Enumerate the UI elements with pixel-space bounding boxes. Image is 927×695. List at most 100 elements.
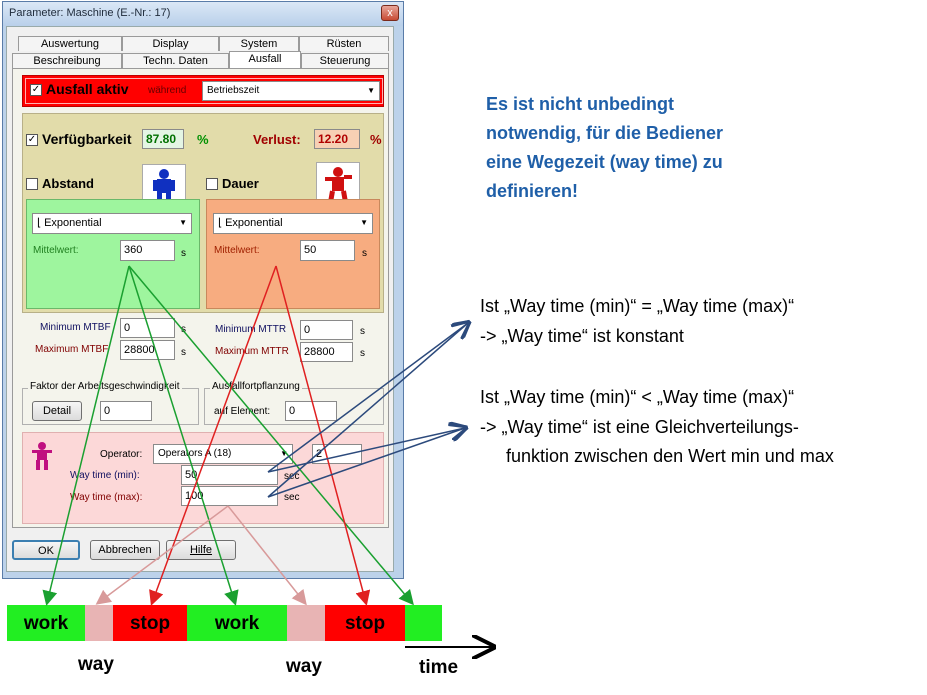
tab-ruesten[interactable]: Rüsten bbox=[299, 36, 389, 51]
way-max-unit: sec bbox=[284, 492, 300, 503]
red-arrow-stop-2 bbox=[275, 265, 371, 606]
duration-mean-unit: s bbox=[362, 248, 367, 259]
duration-max-unit: s bbox=[360, 348, 365, 359]
chevron-down-icon: ▼ bbox=[367, 86, 375, 95]
loss-label: Verlust: bbox=[253, 132, 301, 147]
note-text: Es ist nicht unbedingt notwendig, für di… bbox=[486, 90, 723, 206]
failure-active-checkbox[interactable]: ✓ bbox=[30, 84, 42, 96]
chevron-down-icon: ▼ bbox=[179, 218, 187, 227]
tab-display[interactable]: Display bbox=[122, 36, 219, 51]
timeline-way-2-segment bbox=[287, 605, 325, 641]
way-min-label: Way time (min): bbox=[70, 470, 140, 481]
duration-mean-label: Mittelwert: bbox=[214, 245, 260, 256]
way-max-field[interactable]: 100 bbox=[181, 486, 278, 506]
timeline-work-3 bbox=[405, 605, 442, 641]
timeline-work-1: work bbox=[7, 605, 85, 641]
green-arrow-work-3 bbox=[128, 265, 414, 606]
equal-line-1: Ist „Way time (min)“ = „Way time (max)“ bbox=[480, 296, 795, 316]
red-arrows bbox=[149, 265, 371, 606]
navy-arrows bbox=[267, 323, 468, 498]
tab-techn-daten[interactable]: Techn. Daten bbox=[122, 53, 229, 68]
interval-min-unit: s bbox=[181, 324, 186, 335]
help-button[interactable]: Hilfe bbox=[166, 540, 236, 560]
navy-arrow-min-to-less bbox=[267, 428, 465, 473]
interval-min-label: Minimum MTBF bbox=[40, 322, 111, 333]
green-arrow-work-1 bbox=[42, 265, 130, 606]
chevron-down-icon: ▼ bbox=[280, 449, 288, 458]
timeline-way-1-label: way bbox=[78, 654, 114, 675]
note-line-2: notwendig, für die Bediener bbox=[486, 123, 724, 143]
interval-distribution-value: Exponential bbox=[44, 217, 102, 229]
timeline-stop-2: stop bbox=[325, 605, 405, 641]
operator-icon bbox=[30, 441, 54, 471]
tab-beschreibung[interactable]: Beschreibung bbox=[12, 53, 122, 68]
interval-mean-unit: s bbox=[181, 248, 186, 259]
during-select-value: Betriebszeit bbox=[207, 85, 260, 96]
distribution-curve-icon: ⌊ bbox=[218, 217, 223, 229]
navy-arrow-min-to-equal bbox=[267, 323, 468, 473]
availability-field: 87.80 bbox=[142, 129, 184, 149]
loss-field: 12.20 bbox=[314, 129, 360, 149]
note-line-4: definieren! bbox=[486, 181, 579, 201]
speed-factor-label: Faktor der Arbeitsgeschwindigkeit bbox=[28, 381, 182, 392]
less-line-2: -> „Way time“ ist eine Gleichverteilungs… bbox=[480, 417, 799, 437]
green-arrows bbox=[42, 265, 414, 606]
tab-ausfall[interactable]: Ausfall bbox=[229, 51, 301, 68]
operator-label: Operator: bbox=[100, 449, 143, 460]
ok-button[interactable]: OK bbox=[12, 540, 80, 560]
duration-distribution-value: Exponential bbox=[225, 217, 283, 229]
duration-checkbox[interactable] bbox=[206, 178, 218, 190]
failure-active-label: Ausfall aktiv bbox=[46, 81, 129, 97]
operator-select-value: Operators A (18) bbox=[158, 448, 232, 459]
during-label: während bbox=[148, 85, 187, 96]
chevron-down-icon: ▼ bbox=[360, 218, 368, 227]
duration-max-field[interactable]: 28800 bbox=[300, 342, 353, 362]
timeline-way-1-segment bbox=[85, 605, 113, 641]
availability-label: Verfügbarkeit bbox=[42, 131, 132, 147]
way-max-label: Way time (max): bbox=[70, 492, 143, 503]
detail-button[interactable]: Detail bbox=[32, 401, 82, 421]
timeline-way-2-label: way bbox=[286, 656, 322, 677]
tab-auswertung[interactable]: Auswertung bbox=[18, 36, 122, 51]
pink-arrow-way-1 bbox=[95, 505, 229, 605]
interval-mean-field[interactable]: 360 bbox=[120, 240, 175, 261]
availability-unit: % bbox=[197, 132, 209, 147]
during-select[interactable]: Betriebszeit ▼ bbox=[202, 81, 380, 101]
interval-mean-label: Mittelwert: bbox=[33, 245, 79, 256]
propagation-label: Ausfallfortpflanzung bbox=[210, 381, 302, 392]
propagation-element-label: auf Element: bbox=[214, 406, 271, 417]
pink-arrows bbox=[95, 505, 307, 606]
note-line-3: eine Wegezeit (way time) zu bbox=[486, 152, 723, 172]
tab-system[interactable]: System bbox=[219, 36, 299, 51]
navy-arrow-max-to-less bbox=[267, 428, 465, 498]
duration-max-label: Maximum MTTR bbox=[215, 346, 289, 357]
interval-checkbox[interactable] bbox=[26, 178, 38, 190]
duration-min-label: Minimum MTTR bbox=[215, 324, 287, 335]
availability-checkbox[interactable]: ✓ bbox=[26, 134, 38, 146]
title-bar: Parameter: Maschine (E.-Nr.: 17) x bbox=[3, 2, 403, 26]
distribution-curve-icon: ⌊ bbox=[37, 217, 42, 229]
pink-arrow-way-2 bbox=[227, 505, 307, 606]
close-button[interactable]: x bbox=[381, 5, 399, 21]
timeline-time-label: time bbox=[419, 657, 459, 678]
timeline-work-2: work bbox=[187, 605, 287, 641]
duration-min-field[interactable]: 0 bbox=[300, 320, 353, 340]
note-line-1: Es ist nicht unbedingt bbox=[486, 94, 674, 114]
cancel-button[interactable]: Abbrechen bbox=[90, 540, 160, 560]
interval-max-field[interactable]: 28800 bbox=[120, 340, 175, 360]
duration-distribution-select[interactable]: ⌊ Exponential ▼ bbox=[213, 213, 373, 234]
propagation-element-field[interactable]: 0 bbox=[285, 401, 337, 421]
timeline-stop-1: stop bbox=[113, 605, 187, 641]
tab-steuerung[interactable]: Steuerung bbox=[301, 53, 389, 68]
duration-mean-field[interactable]: 50 bbox=[300, 240, 355, 261]
interval-label: Abstand bbox=[42, 176, 94, 191]
duration-label: Dauer bbox=[222, 176, 259, 191]
interval-max-unit: s bbox=[181, 347, 186, 358]
interval-min-field[interactable]: 0 bbox=[120, 318, 175, 338]
loss-unit: % bbox=[370, 132, 382, 147]
equal-line-2: -> „Way time“ ist konstant bbox=[480, 326, 684, 346]
worker-red-icon bbox=[316, 162, 360, 206]
interval-distribution-select[interactable]: ⌊ Exponential ▼ bbox=[32, 213, 192, 234]
speed-factor-field[interactable]: 0 bbox=[100, 401, 152, 421]
